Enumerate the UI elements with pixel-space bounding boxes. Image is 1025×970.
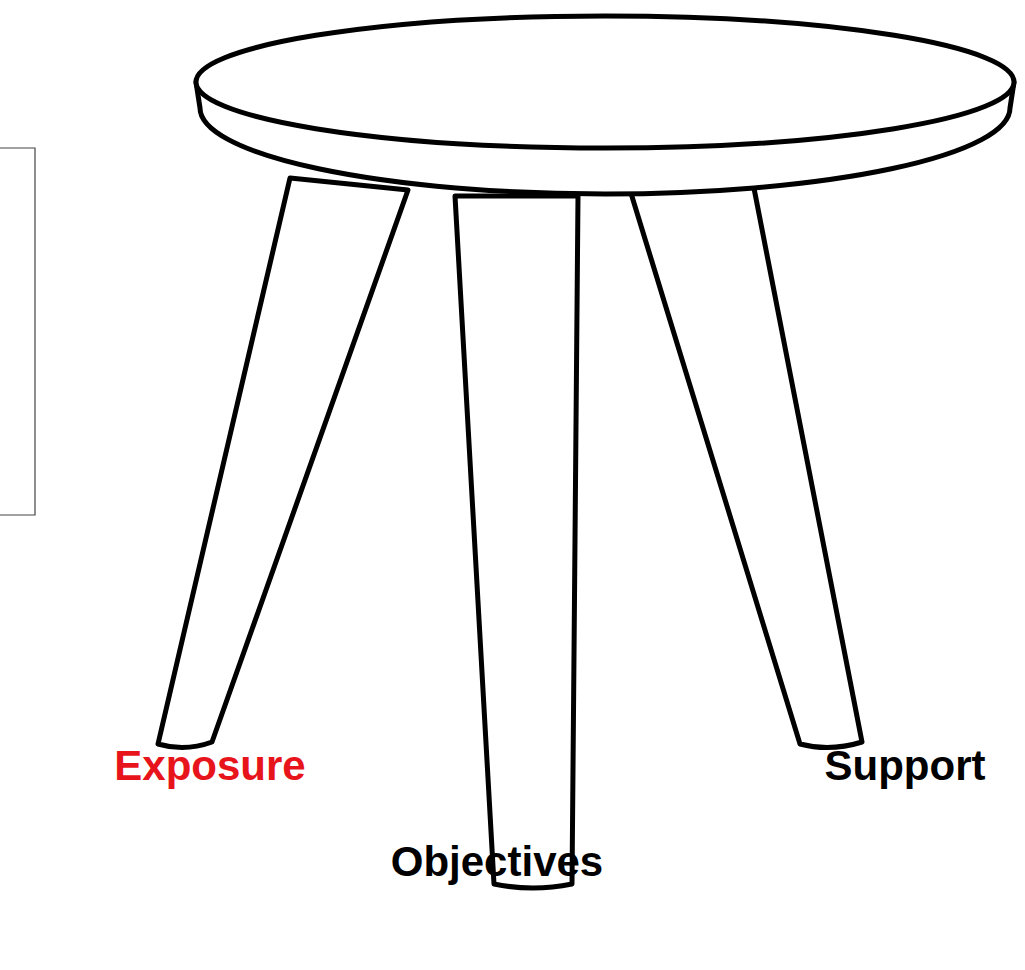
stool-leg-left	[158, 178, 408, 748]
leg-label-objectives: Objectives	[391, 838, 603, 886]
stool-leg-right	[630, 178, 862, 748]
leg-label-exposure: Exposure	[114, 742, 305, 790]
empty-box-frame	[0, 148, 35, 515]
leg-label-support: Support	[825, 742, 986, 790]
stool-leg-middle	[455, 196, 578, 888]
stool-seat-top	[196, 16, 1014, 148]
